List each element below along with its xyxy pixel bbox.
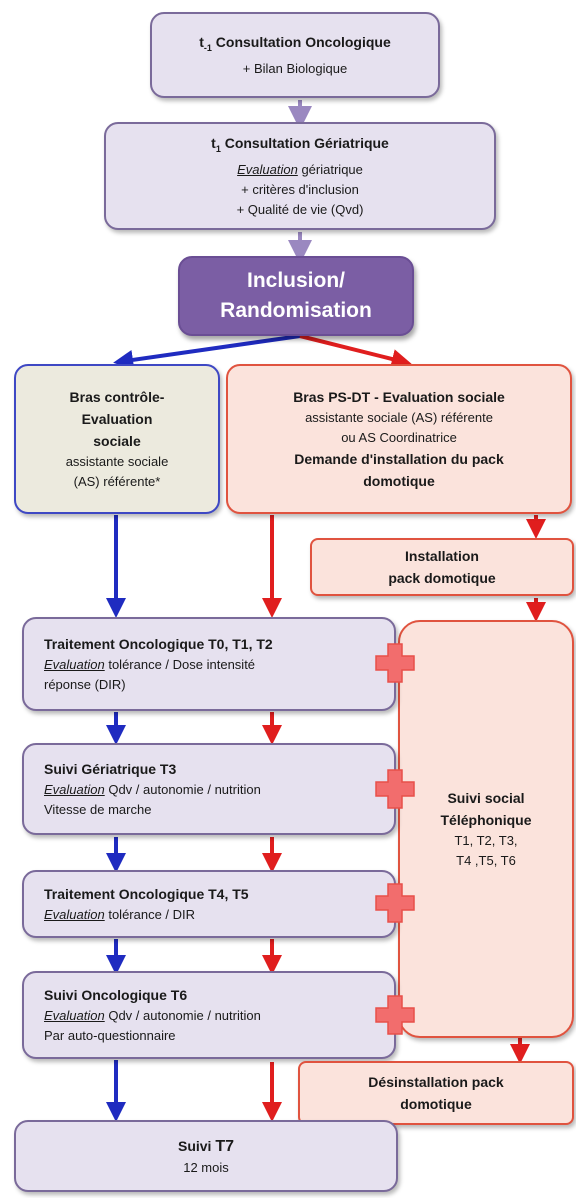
consultation-oncologique-box: t-1 Consultation Oncologique + Bilan Bio… <box>150 12 440 98</box>
evaluation-word: Evaluation <box>44 782 105 797</box>
time-subscript: -1 <box>203 42 212 53</box>
time-subscript: 1 <box>215 143 221 154</box>
box-line: Demande d'installation du pack <box>294 451 504 467</box>
plus-icon <box>375 995 415 1035</box>
box-title: Bras contrôle- <box>69 389 165 405</box>
traitement-t4-box: Traitement Oncologique T4, T5 Evaluation… <box>22 870 396 938</box>
evaluation-word: Evaluation <box>44 657 105 672</box>
box-title: Suivi <box>177 1137 212 1154</box>
box-line: Par auto-questionnaire <box>44 1028 176 1043</box>
time-label: t <box>199 34 204 51</box>
evaluation-word: Evaluation <box>237 161 298 177</box>
box-title: Randomisation <box>220 299 372 322</box>
suivi-t7-box: Suivi T7 12 mois <box>14 1120 398 1192</box>
box-title: Suivi Gériatrique T3 <box>44 761 177 777</box>
box-title: Désinstallation pack <box>368 1074 504 1090</box>
box-line: + Qualité de vie (Qvd) <box>236 201 364 217</box>
traitement-t0-box: Traitement Oncologique T0, T1, T2 Evalua… <box>22 617 396 711</box>
inclusion-randomisation-box: Inclusion/ Randomisation <box>178 256 414 336</box>
box-title: T7 <box>215 1137 235 1155</box>
suivi-oncologique-box: Suivi Oncologique T6 Evaluation Qdv / au… <box>22 971 396 1059</box>
box-line: assistante sociale (AS) référente <box>305 410 493 425</box>
box-line: 12 mois <box>183 1159 229 1175</box>
consultation-geriatrique-box: t1 Consultation Gériatrique Evaluation g… <box>104 122 496 230</box>
box-title: Installation <box>405 548 479 564</box>
desinstallation-pack-box: Désinstallation pack domotique <box>298 1061 574 1125</box>
arrow-to-psdt <box>299 334 412 369</box>
box-line: Vitesse de marche <box>44 802 152 817</box>
evaluation-word: Evaluation <box>44 907 105 922</box>
box-title: Suivi social <box>447 790 525 806</box>
plus-icon <box>375 643 415 683</box>
box-line: (AS) référente* <box>73 474 161 489</box>
box-line: + critères d'inclusion <box>241 181 359 197</box>
evaluation-word: Evaluation <box>44 1008 105 1023</box>
box-line: Qdv / autonomie / nutrition <box>108 1008 261 1023</box>
box-title: Consultation Oncologique <box>215 34 391 51</box>
box-title: domotique <box>400 1096 472 1112</box>
box-line: tolérance / Dose intensité <box>108 657 256 672</box>
suivi-geriatrique-box: Suivi Gériatrique T3 Evaluation Qdv / au… <box>22 743 396 835</box>
box-title: Téléphonique <box>440 812 532 828</box>
box-title: Consultation Gériatrique <box>224 135 389 152</box>
box-line: T1, T2, T3, <box>454 833 518 848</box>
plus-icon <box>375 769 415 809</box>
box-title: Bras PS-DT - Evaluation sociale <box>293 389 505 405</box>
box-title: Suivi Oncologique T6 <box>44 987 188 1003</box>
box-line: tolérance / DIR <box>108 907 196 922</box>
plus-icon <box>375 883 415 923</box>
box-title: Traitement Oncologique T0, T1, T2 <box>44 636 273 652</box>
bras-controle-box: Bras contrôle- Evaluation sociale assist… <box>14 364 220 514</box>
box-title: Traitement Oncologique T4, T5 <box>44 886 249 902</box>
installation-pack-box: Installation pack domotique <box>310 538 574 596</box>
box-line: domotique <box>363 473 435 489</box>
box-line: réponse (DIR) <box>44 677 126 692</box>
box-line: + Bilan Biologique <box>242 60 348 76</box>
box-line: gériatrique <box>301 161 363 177</box>
box-title: Inclusion/ <box>246 269 345 292</box>
arrow-to-control <box>113 334 301 370</box>
box-line: Qdv / autonomie / nutrition <box>108 782 261 797</box>
box-title: sociale <box>93 433 141 449</box>
box-title: pack domotique <box>388 570 496 586</box>
box-line: ou AS Coordinatrice <box>341 430 457 445</box>
box-line: assistante sociale <box>65 454 169 469</box>
suivi-social-box: Suivi social Téléphonique T1, T2, T3, T4… <box>398 620 574 1038</box>
box-title: Evaluation <box>81 411 153 427</box>
time-label: t <box>211 135 216 152</box>
bras-psdt-box: Bras PS-DT - Evaluation sociale assistan… <box>226 364 572 514</box>
box-line: T4 ,T5, T6 <box>456 853 516 868</box>
